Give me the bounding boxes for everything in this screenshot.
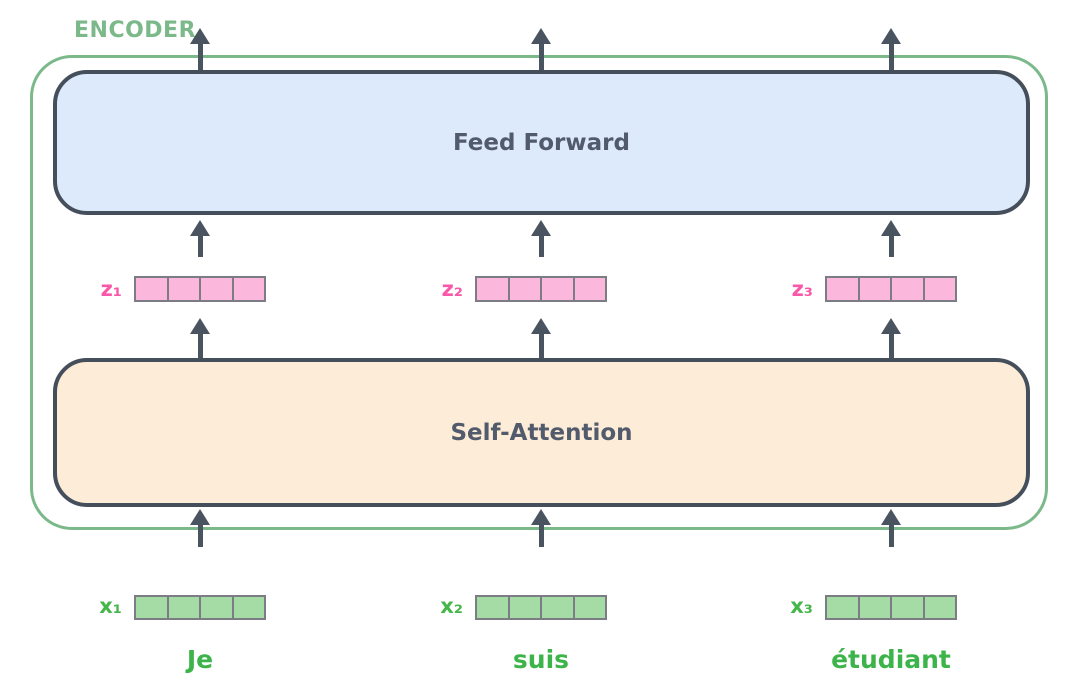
- z1-vector: [134, 276, 266, 302]
- z2-vector-label: z₂: [441, 277, 463, 301]
- vector-cell: [507, 276, 542, 302]
- x1-vector: [134, 595, 266, 620]
- self-attention-label: Self-Attention: [450, 419, 633, 446]
- vector-cell: [890, 595, 925, 620]
- arrow-shaft: [538, 524, 544, 547]
- x2-vector: [475, 595, 607, 620]
- arrow-shaft: [197, 524, 203, 547]
- up-arrow-sa-to-z1: [190, 318, 210, 358]
- arrow-head-icon: [531, 28, 551, 44]
- vector-cell: [922, 595, 957, 620]
- z3-vector-label: z₃: [791, 277, 813, 301]
- vector-cell: [890, 276, 925, 302]
- x3-vector-label: x₃: [790, 594, 813, 618]
- vector-cell: [572, 276, 607, 302]
- vector-cell: [199, 595, 234, 620]
- vector-cell: [857, 595, 892, 620]
- arrow-head-icon: [881, 509, 901, 525]
- up-arrow-sa-to-z2: [531, 318, 551, 358]
- vector-cell: [825, 276, 860, 302]
- vector-cell: [231, 276, 266, 302]
- up-arrow-z2-to-ff: [531, 220, 551, 257]
- arrow-head-icon: [531, 509, 551, 525]
- vector-cell: [199, 276, 234, 302]
- up-arrow-encoder-output-2: [531, 28, 551, 70]
- up-arrow-x1-to-encoder: [190, 509, 210, 547]
- arrow-head-icon: [190, 220, 210, 236]
- encoder-label: ENCODER: [74, 18, 197, 43]
- arrow-head-icon: [881, 220, 901, 236]
- input-word-je: Je: [186, 645, 214, 674]
- arrow-shaft: [538, 333, 544, 358]
- vector-cell: [166, 595, 201, 620]
- feed-forward-block: Feed Forward: [53, 70, 1030, 215]
- vector-cell: [475, 276, 510, 302]
- up-arrow-z1-to-ff: [190, 220, 210, 257]
- vector-cell: [825, 595, 860, 620]
- arrow-shaft: [197, 333, 203, 358]
- arrow-head-icon: [531, 318, 551, 334]
- vector-cell: [857, 276, 892, 302]
- arrow-shaft: [538, 235, 544, 257]
- up-arrow-z3-to-ff: [881, 220, 901, 257]
- input-word-etudiant: étudiant: [831, 645, 951, 674]
- arrow-shaft: [888, 524, 894, 547]
- arrow-head-icon: [190, 28, 210, 44]
- vector-cell: [572, 595, 607, 620]
- feed-forward-label: Feed Forward: [453, 129, 630, 156]
- arrow-shaft: [888, 43, 894, 70]
- vector-cell: [166, 276, 201, 302]
- arrow-shaft: [197, 235, 203, 257]
- vector-cell: [475, 595, 510, 620]
- x3-vector: [825, 595, 957, 620]
- up-arrow-encoder-output-3: [881, 28, 901, 70]
- self-attention-block: Self-Attention: [53, 358, 1030, 507]
- vector-cell: [922, 276, 957, 302]
- arrow-head-icon: [881, 318, 901, 334]
- x2-vector-label: x₂: [440, 594, 463, 618]
- x1-vector-label: x₁: [99, 594, 122, 618]
- up-arrow-x3-to-encoder: [881, 509, 901, 547]
- vector-cell: [231, 595, 266, 620]
- arrow-shaft: [888, 235, 894, 257]
- arrow-head-icon: [190, 509, 210, 525]
- arrow-shaft: [197, 43, 203, 70]
- up-arrow-x2-to-encoder: [531, 509, 551, 547]
- input-word-suis: suis: [512, 645, 570, 674]
- vector-cell: [540, 595, 575, 620]
- arrow-shaft: [888, 333, 894, 358]
- arrow-head-icon: [881, 28, 901, 44]
- z1-vector-label: z₁: [100, 277, 122, 301]
- vector-cell: [540, 276, 575, 302]
- vector-cell: [507, 595, 542, 620]
- z2-vector: [475, 276, 607, 302]
- vector-cell: [134, 276, 169, 302]
- vector-cell: [134, 595, 169, 620]
- up-arrow-sa-to-z3: [881, 318, 901, 358]
- arrow-head-icon: [531, 220, 551, 236]
- arrow-head-icon: [190, 318, 210, 334]
- up-arrow-encoder-output-1: [190, 28, 210, 70]
- arrow-shaft: [538, 43, 544, 70]
- z3-vector: [825, 276, 957, 302]
